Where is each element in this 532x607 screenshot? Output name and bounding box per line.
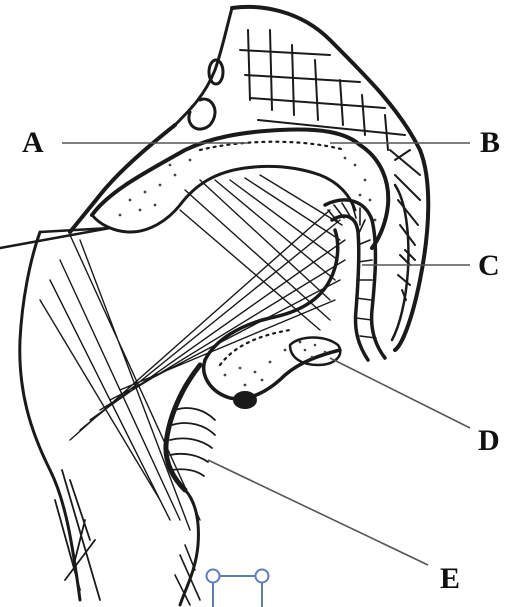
lower-cavity	[204, 230, 341, 409]
neck-outline	[0, 125, 175, 600]
label-e: E	[440, 562, 460, 595]
selection-handle[interactable]	[207, 570, 269, 607]
label-a: A	[22, 126, 44, 159]
label-b: B	[480, 126, 500, 159]
upper-cavity	[92, 130, 388, 248]
leader-line-e	[208, 460, 428, 565]
leader-line-d	[330, 358, 470, 428]
label-c: C	[478, 249, 500, 282]
label-d: D	[478, 424, 500, 457]
airway-tube	[325, 185, 410, 360]
anatomy-drawing	[0, 7, 428, 607]
